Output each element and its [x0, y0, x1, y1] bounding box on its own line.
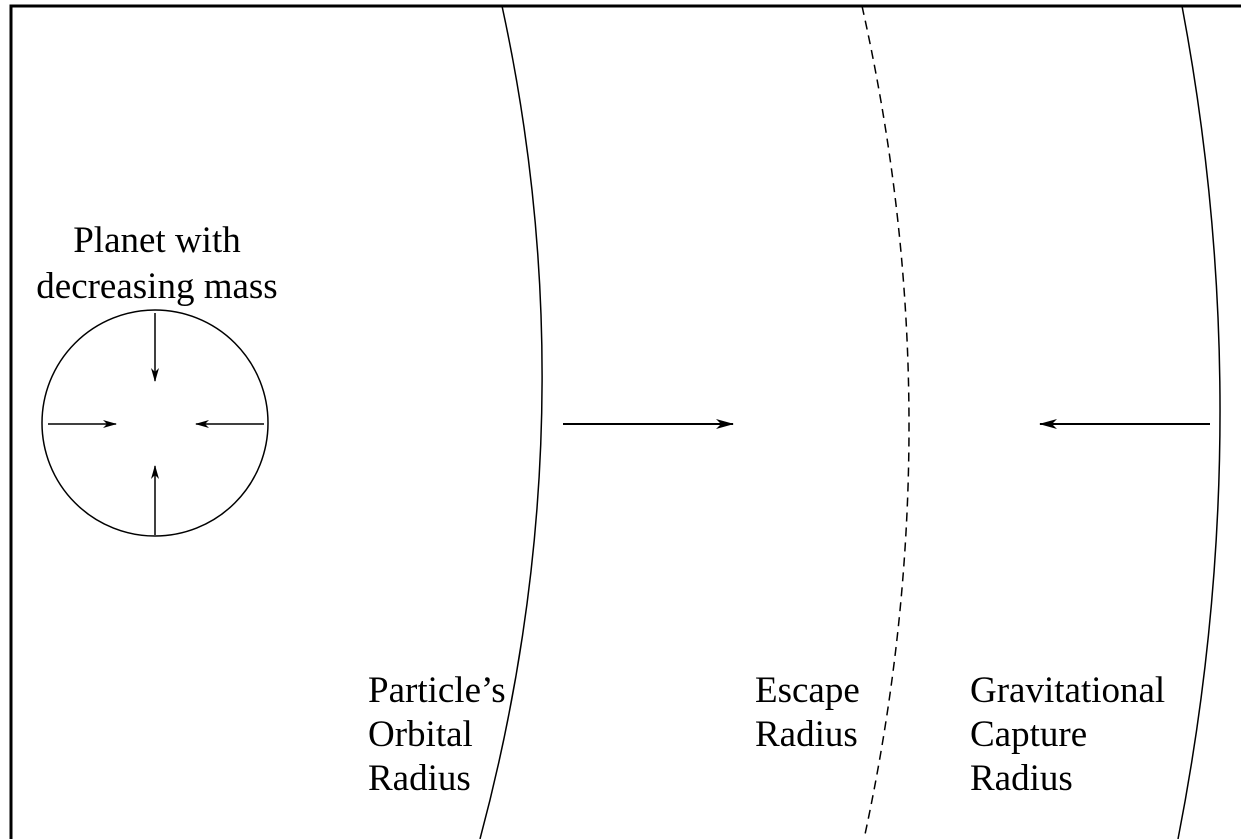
planet-label-line1: Planet with [73, 220, 241, 261]
planet-circle [41, 309, 269, 537]
escape-radius-label-line1: Escape [755, 670, 860, 711]
orbital-radius-label-line3: Radius [368, 758, 471, 799]
diagram-frame [9, 4, 1241, 839]
escape-radius-label-line2: Radius [755, 714, 858, 755]
orbital-radius-label-line1: Particle’s [368, 670, 506, 711]
planet-label-line2: decreasing mass [36, 266, 277, 307]
escape-radius-arc [861, 5, 910, 839]
orbital-radius-arc [479, 5, 543, 839]
planet [41, 309, 269, 537]
capture-radius-label-line2: Capture [970, 714, 1087, 755]
capture-radius-arc [1177, 5, 1221, 839]
orbital-radius-label-line2: Orbital [368, 714, 473, 755]
capture-radius-label-line1: Gravitational [970, 670, 1165, 711]
capture-radius-label-line3: Radius [970, 758, 1073, 799]
